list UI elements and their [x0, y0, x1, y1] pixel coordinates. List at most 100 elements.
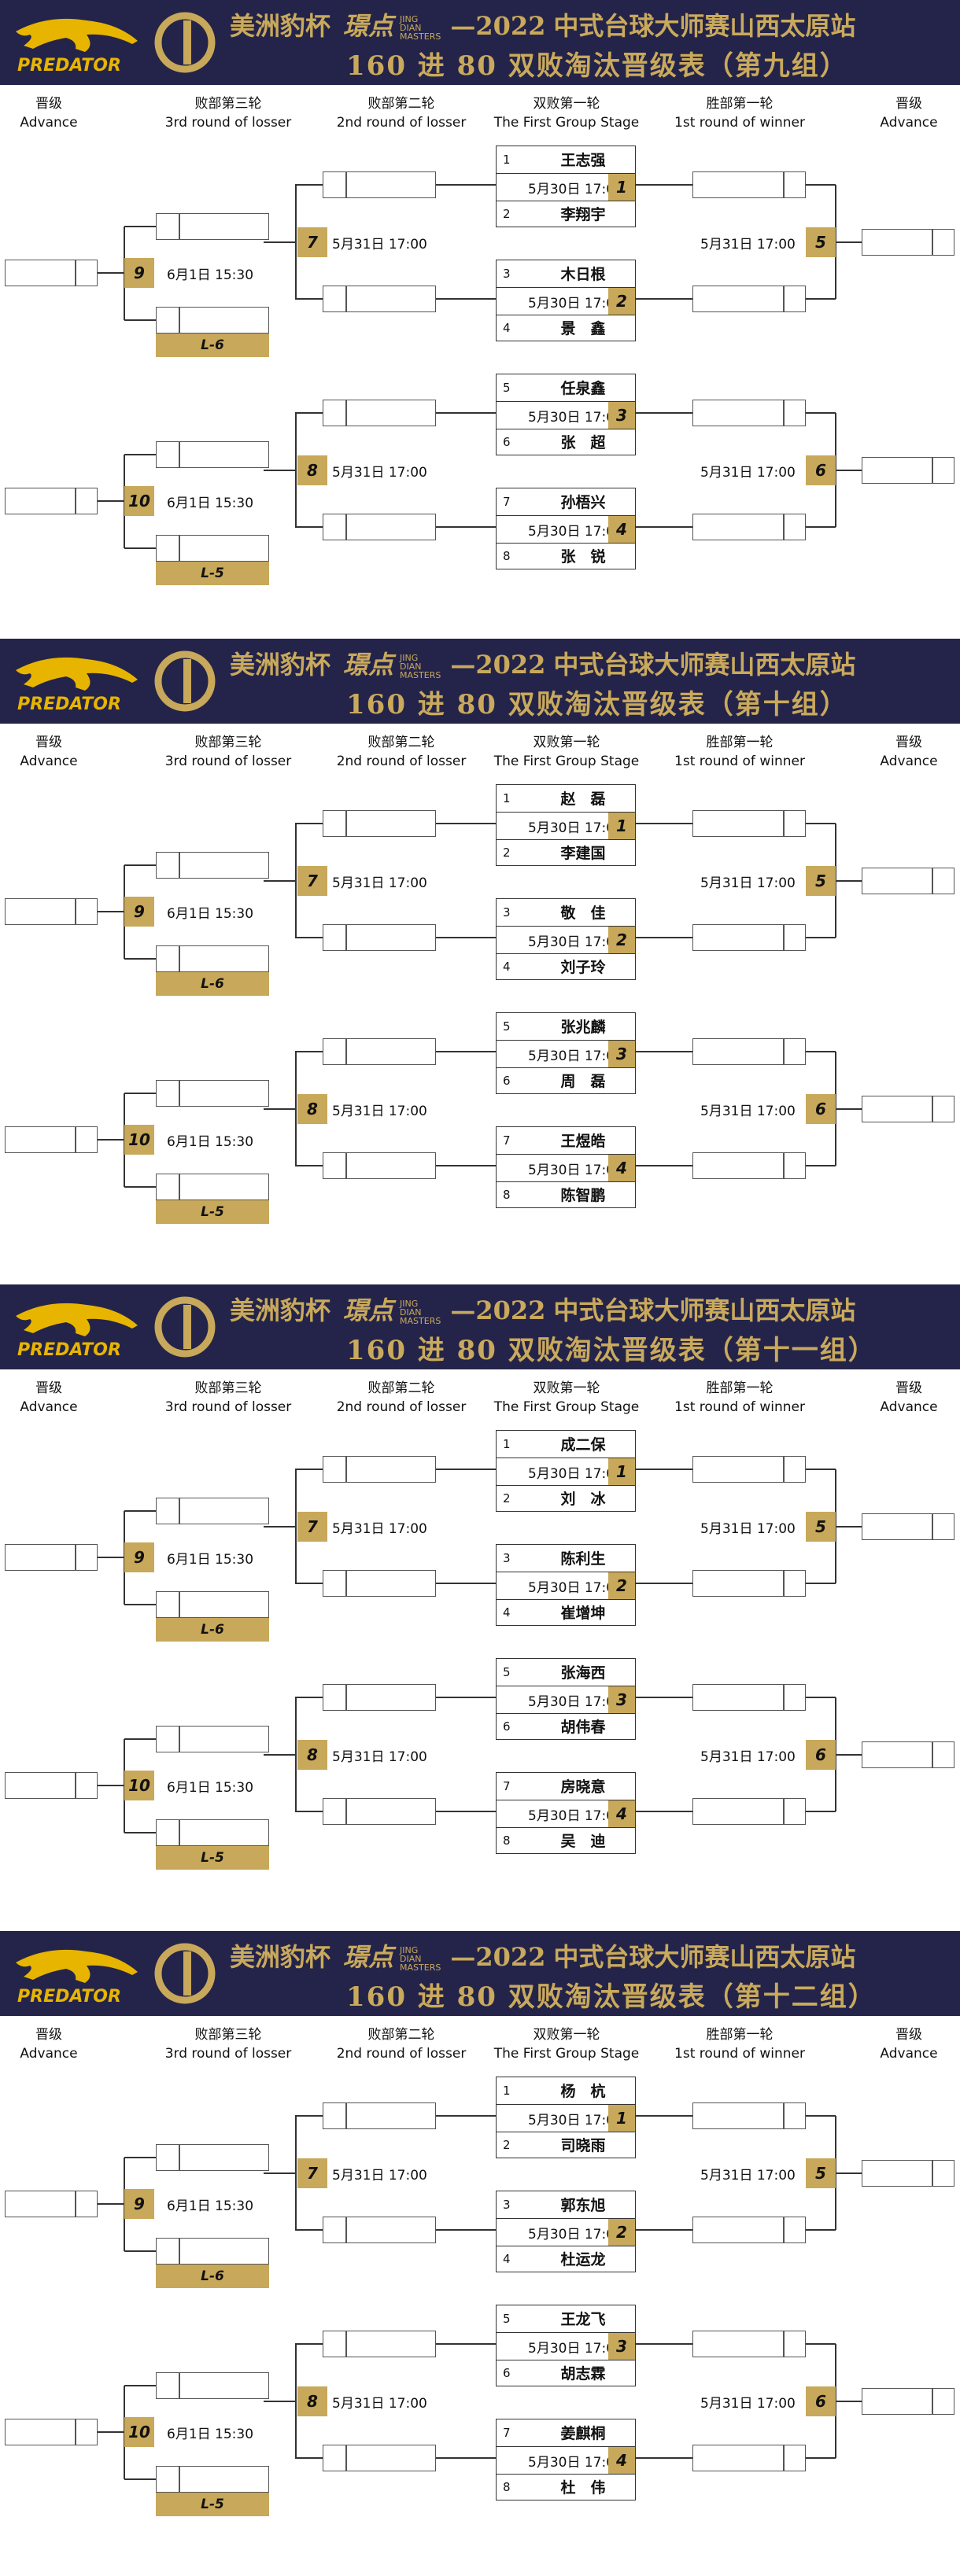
- winner-round1-slot[interactable]: [692, 2217, 806, 2243]
- loser-round3-slot[interactable]: [156, 534, 269, 562]
- loser-round3-slot[interactable]: [156, 1173, 269, 1200]
- loser-round3-slot[interactable]: [156, 212, 269, 240]
- loser-round3-slot[interactable]: [156, 1590, 269, 1618]
- winner-round1-slot[interactable]: [692, 171, 806, 198]
- connector-line: [124, 1092, 156, 1094]
- winner-round1-slot[interactable]: [692, 2102, 806, 2129]
- advance-slot[interactable]: [5, 2419, 98, 2445]
- loser-round3-slot[interactable]: [156, 945, 269, 972]
- loser-round3-slot[interactable]: [156, 2143, 269, 2171]
- loser-round3-slot[interactable]: [156, 851, 269, 879]
- loser-round2-slot[interactable]: [323, 1570, 436, 1597]
- winner-round1-slot[interactable]: [692, 400, 806, 426]
- loser-round2-slot[interactable]: [323, 1684, 436, 1711]
- connector-line: [264, 2172, 296, 2174]
- loser-round3-slot[interactable]: [156, 1819, 269, 1846]
- winner-round1-slot[interactable]: [692, 810, 806, 837]
- loser-round3-slot[interactable]: [156, 440, 269, 468]
- winner-round1-slot[interactable]: [692, 1038, 806, 1065]
- advance-slot[interactable]: [862, 1741, 954, 1768]
- loser-round3-slot[interactable]: [156, 2371, 269, 2399]
- winner-round1-slot[interactable]: [692, 2331, 806, 2357]
- advance-slot[interactable]: [862, 228, 954, 256]
- loser-round3-slot[interactable]: [156, 1497, 269, 1524]
- winner-round1-slot[interactable]: [692, 514, 806, 540]
- loser-round3-slot[interactable]: [156, 1725, 269, 1752]
- loser-round2-slot[interactable]: [323, 2217, 436, 2243]
- winner-round1-slot[interactable]: [692, 286, 806, 312]
- winner-round1-slot[interactable]: [692, 1798, 806, 1825]
- advance-slot[interactable]: [5, 2191, 98, 2217]
- loser-round3-slot[interactable]: [156, 2465, 269, 2493]
- advance-slot[interactable]: [5, 1126, 98, 1153]
- match-number-badge: 9: [124, 258, 154, 288]
- loser-round3-slot[interactable]: [156, 2237, 269, 2265]
- advance-slot[interactable]: [862, 456, 954, 484]
- loser-round2-slot[interactable]: [323, 286, 436, 312]
- winner-round1-slot[interactable]: [692, 1570, 806, 1597]
- advance-slot[interactable]: [862, 1095, 954, 1122]
- advance-slot[interactable]: [862, 1513, 954, 1540]
- advance-slot[interactable]: [862, 2387, 954, 2415]
- loser-round3-slot[interactable]: [156, 1079, 269, 1107]
- loser-round2-slot[interactable]: [323, 1152, 436, 1179]
- winner-round1-slot[interactable]: [692, 1456, 806, 1483]
- loser-round2-slot[interactable]: [323, 2445, 436, 2471]
- loser-round2-slot[interactable]: [323, 2102, 436, 2129]
- loser-round2-slot[interactable]: [323, 400, 436, 426]
- loser-round3-slot[interactable]: [156, 306, 269, 334]
- loser-round2-slot[interactable]: [323, 1456, 436, 1483]
- advance-slot[interactable]: [5, 1772, 98, 1799]
- winner-round1-slot[interactable]: [692, 924, 806, 951]
- loser-round2-slot[interactable]: [323, 2331, 436, 2357]
- winner-round1-slot[interactable]: [692, 1152, 806, 1179]
- winner-round1-slot[interactable]: [692, 2445, 806, 2471]
- advance-slot[interactable]: [5, 260, 98, 286]
- advance-slot[interactable]: [5, 1544, 98, 1571]
- advance-slot[interactable]: [5, 488, 98, 514]
- loser-round2-slot[interactable]: [323, 1038, 436, 1065]
- advance-slot[interactable]: [5, 898, 98, 925]
- advance-slot[interactable]: [862, 867, 954, 894]
- loser-round2-slot[interactable]: [323, 924, 436, 951]
- winner-round1-slot[interactable]: [692, 1684, 806, 1711]
- loser-round2-slot[interactable]: [323, 810, 436, 837]
- advance-slot[interactable]: [862, 2159, 954, 2187]
- loser-round2-slot[interactable]: [323, 1798, 436, 1825]
- loser-round2-slot[interactable]: [323, 514, 436, 540]
- loser-round2-slot[interactable]: [323, 171, 436, 198]
